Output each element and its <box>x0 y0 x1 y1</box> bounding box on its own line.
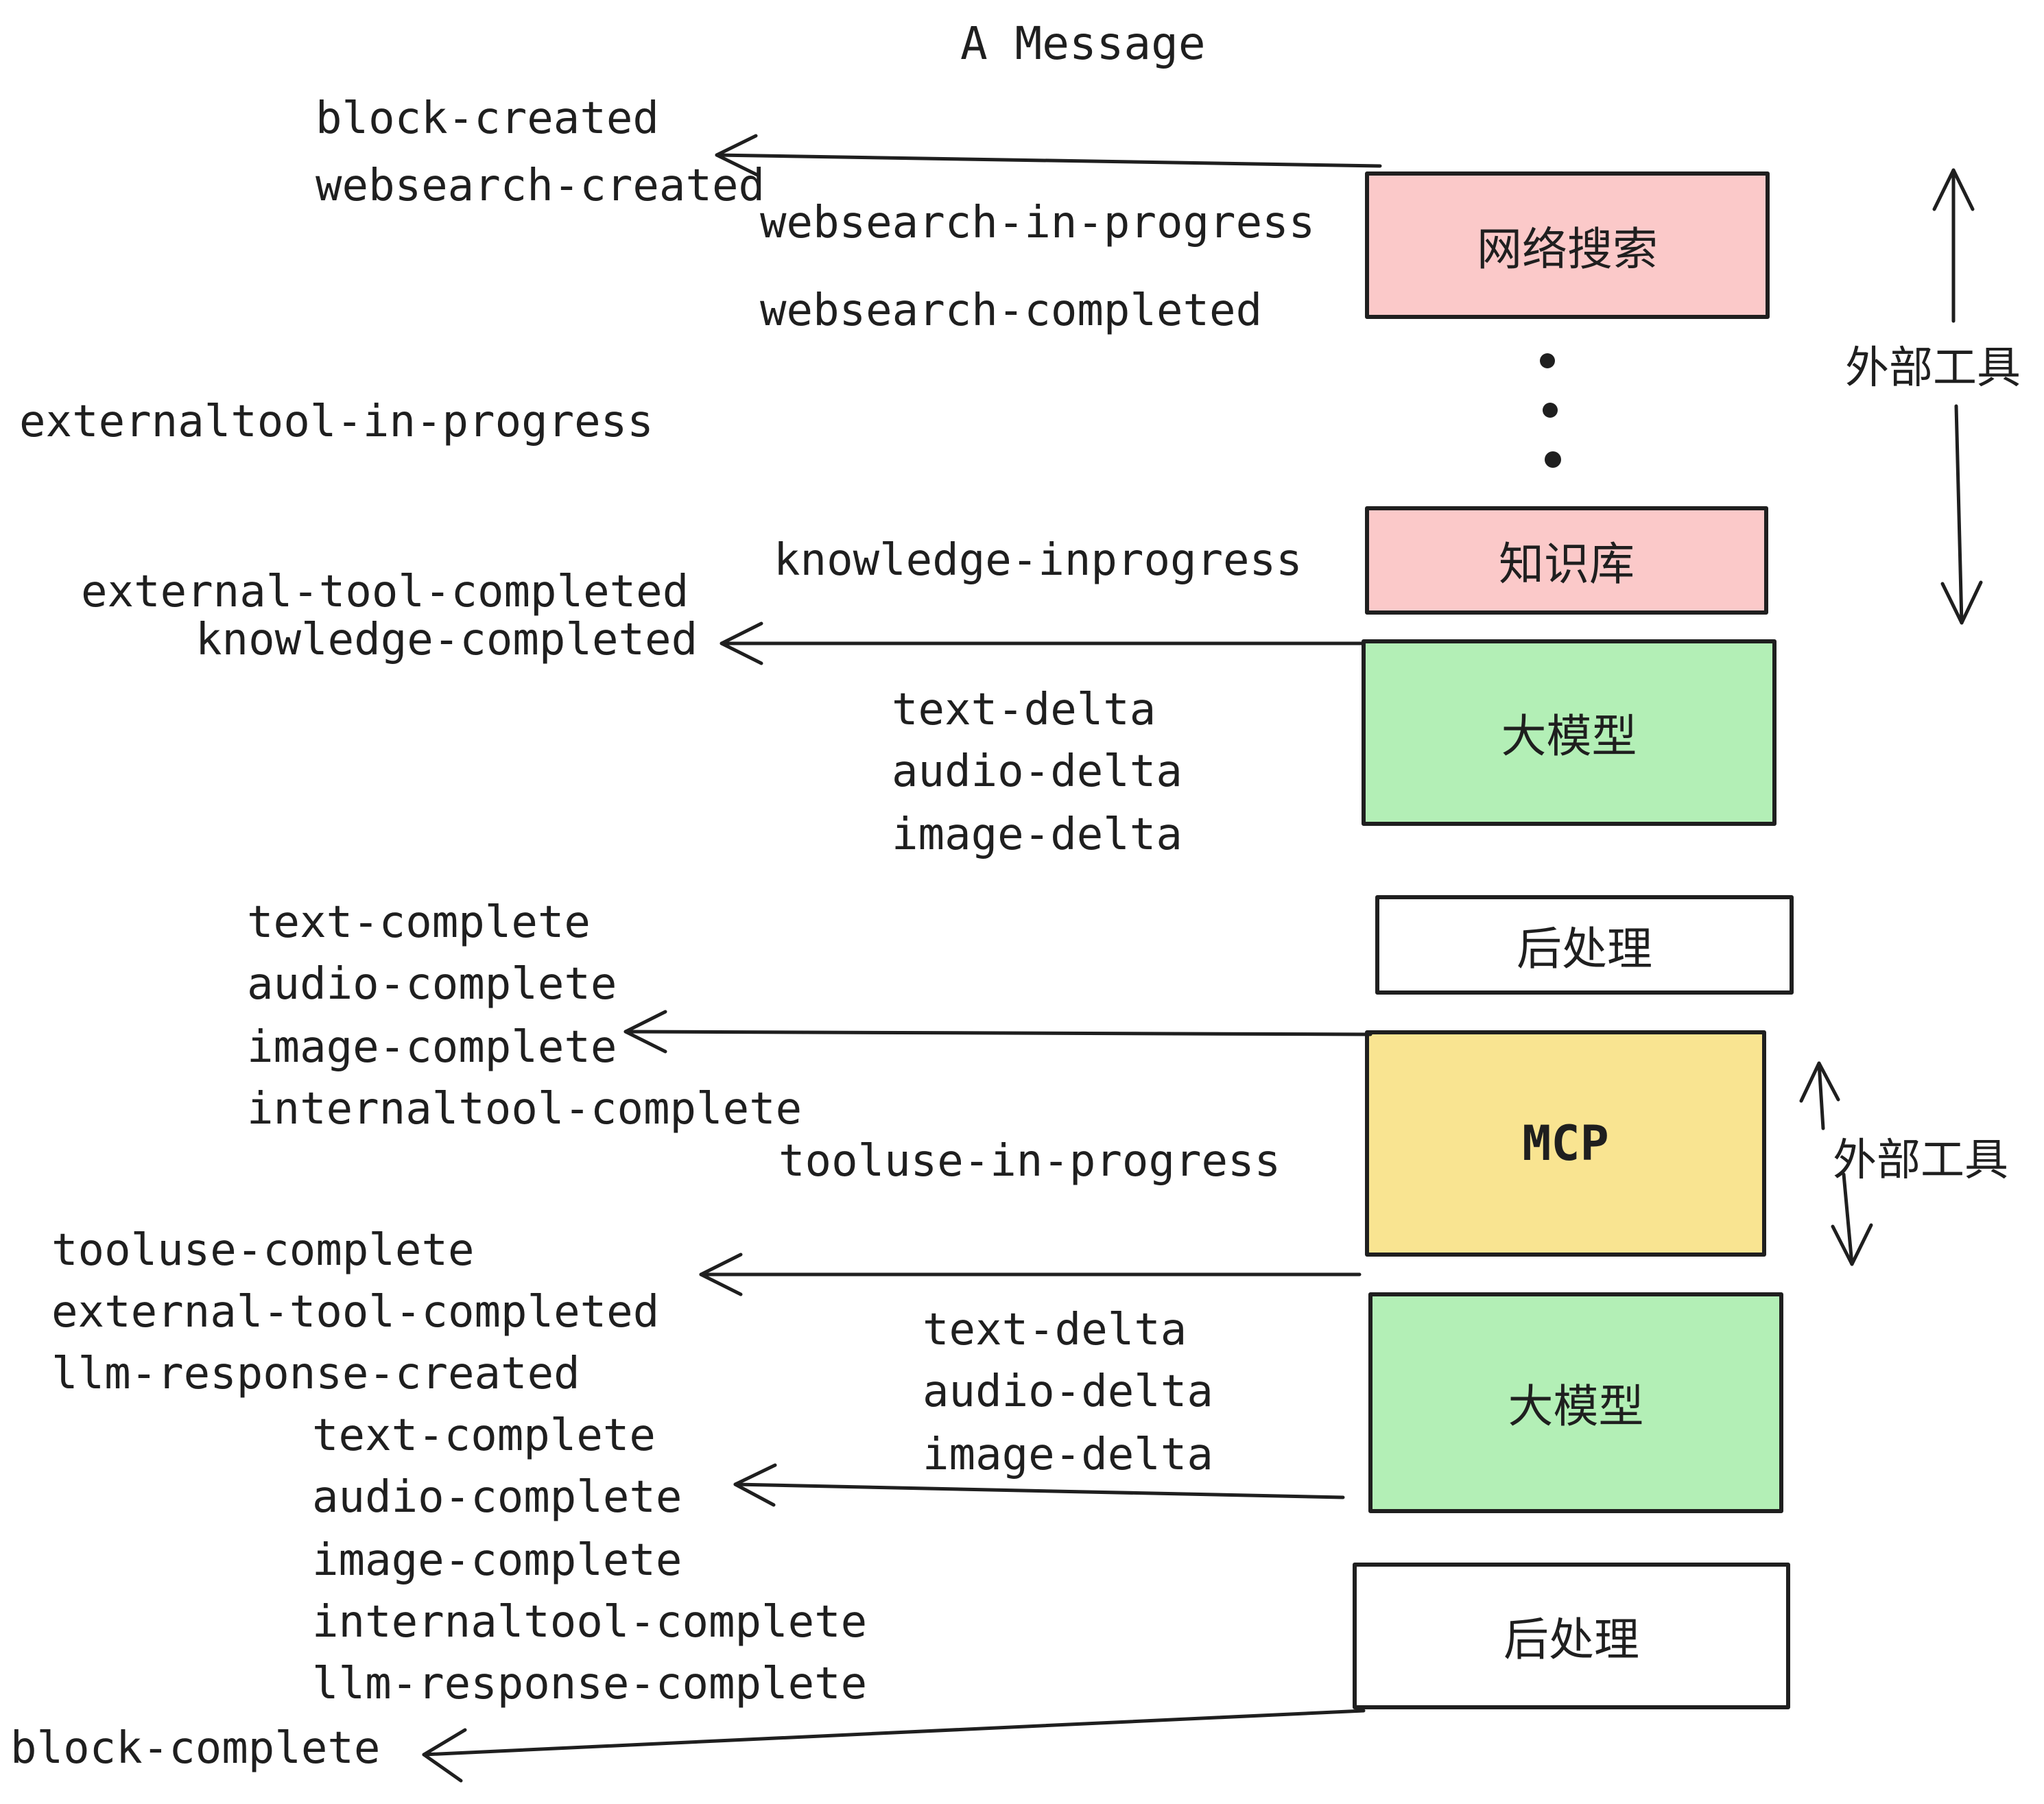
diagram-title: A Message <box>960 17 1206 70</box>
box-llm-2-label: 大模型 <box>1508 1381 1644 1432</box>
arrow-websearch-created <box>715 134 1382 177</box>
annotation-external-tools-2: 外部工具 <box>1833 1135 2008 1185</box>
arrow-external-tools-1-up <box>1932 168 1975 323</box>
box-postprocess-2: 后处理 <box>1353 1563 1790 1709</box>
event-image-complete-2: image-complete <box>312 1535 682 1586</box>
box-llm-2: 大模型 <box>1368 1292 1783 1513</box>
ellipsis-dot <box>1543 403 1558 418</box>
event-text-complete: text-complete <box>247 897 591 948</box>
arrow-tooluse-complete <box>699 1253 1362 1296</box>
box-mcp: MCP <box>1365 1030 1766 1257</box>
arrow-external-tools-2-up <box>1799 1061 1840 1130</box>
event-external-tool-completed: external-tool-completed <box>81 567 689 617</box>
box-websearch: 网络搜索 <box>1365 171 1770 319</box>
event-text-delta-2: text-delta <box>923 1305 1187 1355</box>
box-knowledge-label: 知识库 <box>1499 538 1635 589</box>
box-postprocess-1: 后处理 <box>1375 895 1794 995</box>
event-knowledge-completed: knowledge-completed <box>195 615 698 665</box>
box-llm-1-label: 大模型 <box>1501 711 1637 761</box>
box-websearch-label: 网络搜索 <box>1477 223 1658 274</box>
event-audio-delta: audio-delta <box>892 746 1183 797</box>
event-knowledge-inprogress: knowledge-inprogress <box>774 535 1303 586</box>
event-llm-response-complete: llm-response-complete <box>312 1659 868 1709</box>
box-knowledge: 知识库 <box>1365 506 1768 615</box>
arrow-image-complete <box>623 1010 1372 1054</box>
event-externaltool-in-progress: externaltool-in-progress <box>19 396 654 447</box>
event-block-created: block-created <box>316 93 659 144</box>
event-tooluse-complete: tooluse-complete <box>51 1225 475 1276</box>
event-websearch-created: websearch-created <box>316 161 765 211</box>
event-audio-delta-2: audio-delta <box>923 1366 1213 1417</box>
event-audio-complete: audio-complete <box>247 959 617 1010</box>
event-block-complete: block-complete <box>10 1723 381 1774</box>
arrow-knowledge-completed <box>720 621 1364 665</box>
event-internaltool-complete: internaltool-complete <box>247 1084 803 1135</box>
event-image-delta-2: image-delta <box>923 1429 1213 1480</box>
event-websearch-completed: websearch-completed <box>760 285 1263 336</box>
box-postprocess-1-label: 后处理 <box>1517 923 1652 974</box>
annotation-external-tools-1: 外部工具 <box>1845 343 2021 392</box>
event-audio-complete-2: audio-complete <box>312 1472 682 1523</box>
event-image-complete: image-complete <box>247 1022 617 1073</box>
event-external-tool-completed-2: external-tool-completed <box>51 1287 660 1338</box>
arrow-block-complete <box>422 1709 1366 1783</box>
ellipsis-dot <box>1545 451 1561 468</box>
box-postprocess-2-label: 后处理 <box>1504 1614 1639 1665</box>
event-tooluse-in-progress: tooluse-in-progress <box>779 1136 1281 1187</box>
event-websearch-in-progress: websearch-in-progress <box>760 198 1316 248</box>
arrow-external-tools-1-down <box>1940 404 1983 625</box>
event-internaltool-complete-2: internaltool-complete <box>312 1597 868 1648</box>
box-mcp-label: MCP <box>1522 1115 1609 1172</box>
box-llm-1: 大模型 <box>1362 639 1776 826</box>
event-image-delta: image-delta <box>892 809 1183 860</box>
ellipsis-dot <box>1540 353 1555 368</box>
event-text-delta: text-delta <box>892 685 1156 735</box>
event-text-complete-2: text-complete <box>312 1410 656 1461</box>
event-llm-response-created: llm-response-created <box>51 1349 580 1399</box>
